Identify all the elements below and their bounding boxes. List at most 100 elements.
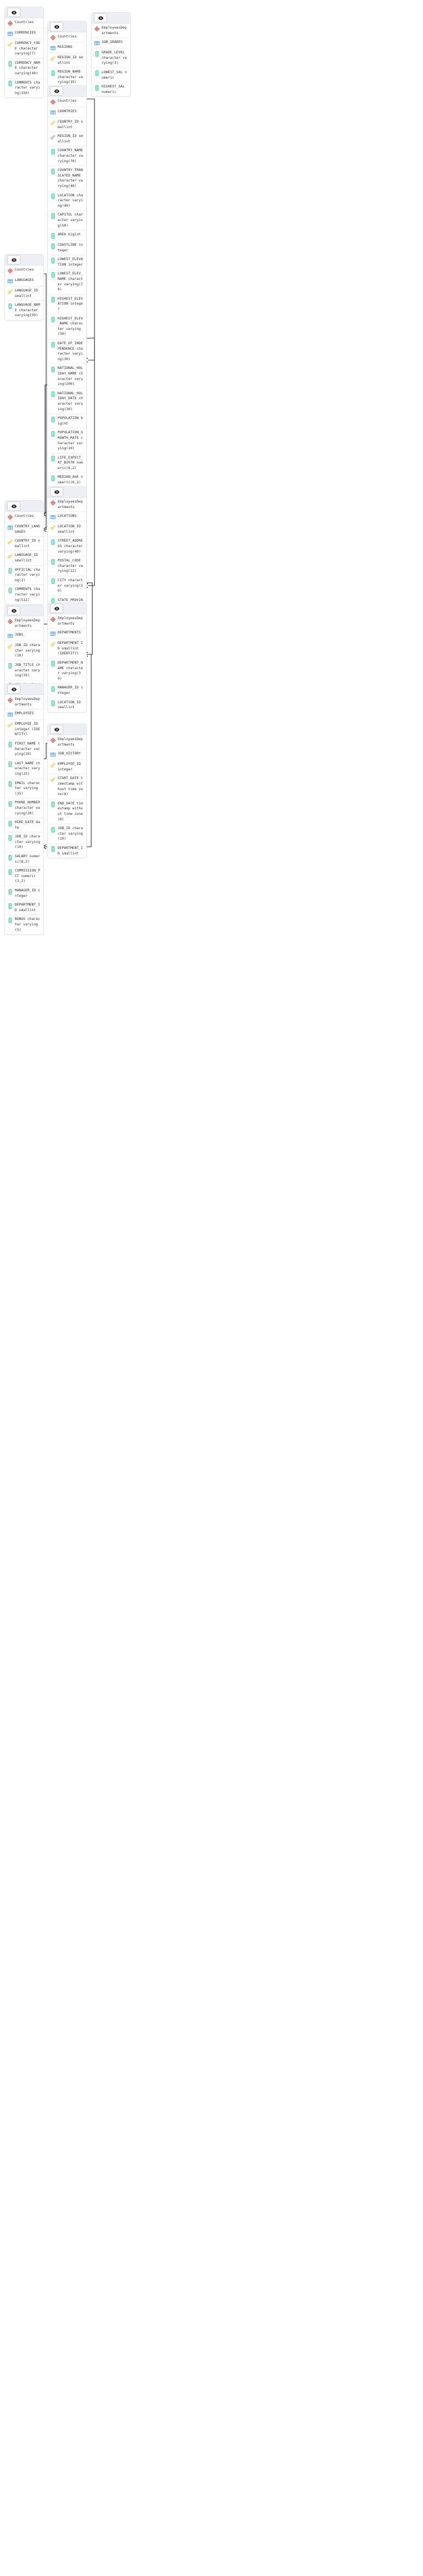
column-row[interactable]: CAPITOL character varying(50) xyxy=(48,211,86,231)
table-name-row[interactable]: JOB_HISTORY xyxy=(48,749,86,760)
schema-row[interactable]: EmployeesDepartments xyxy=(92,24,130,38)
table-name-row[interactable]: COUNTRY_LANGUAGES xyxy=(5,522,43,537)
schema-row[interactable]: EmployeesDepartments xyxy=(48,614,86,629)
column-row[interactable]: LOWEST_SAL numeric xyxy=(92,68,130,83)
column-row[interactable]: COMMENTS character varying(512) xyxy=(5,585,43,604)
schema-row[interactable]: EmployeesDepartments xyxy=(48,498,86,512)
eye-icon[interactable] xyxy=(50,487,63,497)
table-name-row[interactable]: COUNTRIES xyxy=(48,107,86,118)
column-row[interactable]: REGION_ID smallint xyxy=(48,132,86,147)
column-row[interactable]: EMPLOYEE_ID integer (IDENTITY) xyxy=(5,720,43,740)
column-row[interactable]: JOB_ID character varying(10) xyxy=(48,824,86,844)
schema-row[interactable]: EmployeesDepartments xyxy=(5,695,43,710)
column-row[interactable]: LOWEST_ELEV_NAME character varying(70) xyxy=(48,269,86,295)
column-row[interactable]: POPULATION bigint xyxy=(48,414,86,429)
column-row[interactable]: POPULATION_GROWTH_RATE character varying… xyxy=(48,428,86,454)
table-name-row[interactable]: LANGUAGES xyxy=(5,276,43,286)
eye-icon[interactable] xyxy=(50,604,63,613)
column-row[interactable]: DEPARTMENT_NAME character varying(30) xyxy=(48,659,86,684)
table-name-row[interactable]: LOCATIONS xyxy=(48,512,86,523)
column-row[interactable]: COMMENTS character varying(150) xyxy=(5,79,43,98)
column-row[interactable]: HIGHEST_ELEV_NAME character varying(50) xyxy=(48,315,86,339)
column-row[interactable]: REGION_ID smallint xyxy=(48,53,86,68)
table-name-row[interactable]: EMPLOYEES xyxy=(5,709,43,720)
column-row[interactable]: OFFICIAL character varying(2) xyxy=(5,566,43,586)
column-row[interactable]: NATIONAL_HOLIDAY_DATE character varying(… xyxy=(48,389,86,415)
column-row[interactable]: DEPARTMENT_ID smallint xyxy=(5,901,43,915)
eye-icon[interactable] xyxy=(7,8,20,17)
column-row[interactable]: MANAGER_ID integer xyxy=(48,683,86,698)
schema-row[interactable]: EmployeesDepartments xyxy=(48,735,86,750)
column-row[interactable]: JOB_TITLE character varying(35) xyxy=(5,661,43,681)
column-row[interactable]: EMAIL character varying(25) xyxy=(5,779,43,799)
column-row[interactable]: POSTAL_CODE character varying(12) xyxy=(48,556,86,576)
column-row[interactable]: BONUS character varying(5) xyxy=(5,915,43,934)
column-row[interactable]: CURRENCY_CODE character varying(7) xyxy=(5,39,43,59)
column-row[interactable]: LOCATION_ID smallint xyxy=(48,522,86,537)
column-row[interactable]: CURRENCY_NAME character varying(40) xyxy=(5,59,43,79)
column-row[interactable]: START_DATE timestamp without time zone(0… xyxy=(48,774,86,799)
column-row[interactable]: LANGUAGE_ID smallint xyxy=(5,551,43,566)
table-name-row[interactable]: CURRENCIES xyxy=(5,29,43,39)
column-row[interactable]: PHONE_NUMBER character varying(20) xyxy=(5,798,43,819)
column-row[interactable]: FIRST_NAME character varying(20) xyxy=(5,740,43,759)
table-name-row[interactable]: JOBS xyxy=(5,631,43,642)
column-row[interactable]: LANGUAGE_NAME character varying(50) xyxy=(5,301,43,320)
column-row[interactable]: AREA bigint xyxy=(48,230,86,241)
column-row[interactable]: END_DATE timestamp without time zone(0) xyxy=(48,799,86,825)
column-row[interactable]: LOWEST_ELEVATION integer xyxy=(48,255,86,270)
eye-icon[interactable] xyxy=(7,255,20,264)
column-row[interactable]: LOCATION character varying(90) xyxy=(48,191,86,211)
schema-row[interactable]: Countries xyxy=(5,18,43,29)
column-row[interactable]: COASTLINE integer xyxy=(48,241,86,256)
column-row[interactable]: HIRE_DATE date xyxy=(5,818,43,833)
table-name-row[interactable]: DEPARTMENTS xyxy=(48,628,86,639)
column-row[interactable]: LAST_NAME character varying(25) xyxy=(5,759,43,779)
schema-row[interactable]: EmployeesDepartments xyxy=(5,616,43,631)
column-row[interactable]: LANGUAGE_ID smallint xyxy=(5,286,43,301)
column-row[interactable]: COUNTRY_NAME character varying(70) xyxy=(48,146,86,167)
eye-icon[interactable] xyxy=(7,501,20,511)
schema-row[interactable]: Countries xyxy=(48,32,86,43)
column-row[interactable]: NATIONAL_HOLIDAY_NAME character varying(… xyxy=(48,364,86,389)
column-row[interactable]: HIGHEST_SAL numeric xyxy=(92,82,130,96)
column-row[interactable]: REGION_NAME character varying(35) xyxy=(48,68,86,87)
column-row[interactable]: LIFE_EXPECT_AT_BIRTH numeric(6,2) xyxy=(48,454,86,473)
column-row[interactable]: MANAGER_ID integer xyxy=(5,886,43,901)
eye-icon[interactable] xyxy=(50,86,63,96)
column-row[interactable]: DEPARTMENT_ID smallint xyxy=(48,844,86,858)
column-row[interactable]: HIGHEST_ELEVATION integer xyxy=(48,295,86,315)
eye-icon[interactable] xyxy=(50,725,63,734)
column-row[interactable]: STREET_ADDRESS character varying(40) xyxy=(48,537,86,557)
column-row[interactable]: SALARY numeric(8,2) xyxy=(5,852,43,867)
column-row[interactable]: JOB_ID character varying(10) xyxy=(5,641,43,661)
eye-icon[interactable] xyxy=(50,22,63,31)
schema-row[interactable]: Countries xyxy=(5,512,43,522)
column-row[interactable]: COUNTRY_ID smallint xyxy=(48,118,86,133)
column-row[interactable]: MEDIAN_AGE numeric(6,2) xyxy=(48,473,86,488)
column-row[interactable]: DEPARTMENT_ID smallint (IDENTITY) xyxy=(48,639,86,659)
column-row[interactable]: JOB_ID character varying(10) xyxy=(5,832,43,853)
column-row[interactable]: COMMISSION_PCT numeric(2,2) xyxy=(5,867,43,887)
schema-row[interactable]: Countries xyxy=(48,97,86,107)
column-row[interactable]: LOCATION_ID smallint xyxy=(48,698,86,712)
column-row[interactable]: CITY character varying(30) xyxy=(48,576,86,596)
eye-icon[interactable] xyxy=(7,606,20,615)
eye-icon[interactable] xyxy=(94,13,107,23)
table-name-row[interactable]: REGIONS xyxy=(48,43,86,53)
table-name-row[interactable]: JOB_GRADES xyxy=(92,38,130,49)
schema-row[interactable]: Countries xyxy=(5,266,43,276)
column-row[interactable]: DATE_OF_INDEPENDENCE character varying(3… xyxy=(48,339,86,365)
eye-icon[interactable] xyxy=(7,685,20,694)
column-row[interactable]: EMPLOYEE_ID integer xyxy=(48,760,86,775)
column-row[interactable]: COUNTRY_TRANSLATED_NAME character varyin… xyxy=(48,166,86,191)
